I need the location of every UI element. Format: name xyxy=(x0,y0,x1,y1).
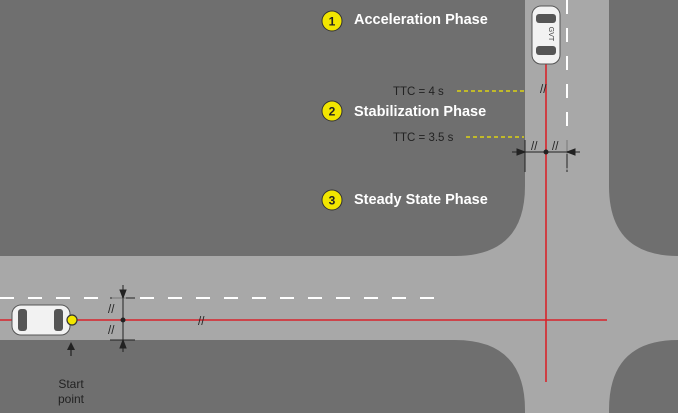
gvt-car: GVT xyxy=(531,5,561,65)
phase-label: Acceleration Phase xyxy=(354,12,488,28)
phase-list: 1 Acceleration Phase 2 Stabilization Pha… xyxy=(321,10,488,211)
vut-car xyxy=(11,304,78,336)
start-label-line1: Start xyxy=(58,377,84,391)
offset-mark-upper: // xyxy=(108,304,115,316)
corner-top-left xyxy=(455,186,525,256)
ttc-3-5s-label: TTC = 3.5 s xyxy=(393,132,454,144)
phase-label: Steady State Phase xyxy=(354,192,488,208)
vehicle-paths: // // xyxy=(0,48,607,382)
start-point-marker xyxy=(66,314,78,326)
gvt-label: GVT xyxy=(547,27,554,42)
phase-badge xyxy=(321,100,343,122)
start-point-annotation: Start point xyxy=(58,342,85,406)
offset-mark-right: // xyxy=(552,141,559,153)
phase-badge xyxy=(321,10,343,32)
phase-number: 3 xyxy=(329,194,336,208)
corner-top-right xyxy=(609,186,678,256)
ttc-4s-label: TTC = 4 s xyxy=(393,86,444,98)
ttc-markers: TTC = 4 s TTC = 3.5 s xyxy=(393,86,524,144)
corner-bottom-right xyxy=(609,340,678,410)
break-mark-vertical: // xyxy=(540,84,547,96)
phase-item-steady-state: 3 Steady State Phase xyxy=(321,189,488,211)
corner-bottom-left xyxy=(455,340,525,410)
phase-number: 2 xyxy=(329,105,336,119)
horizontal-offset-dimension xyxy=(110,285,135,352)
phase-number: 1 xyxy=(329,15,336,29)
phase-item-acceleration: 1 Acceleration Phase xyxy=(321,10,488,32)
start-label-line2: point xyxy=(58,392,85,406)
phase-badge xyxy=(321,189,343,211)
phase-label: Stabilization Phase xyxy=(354,104,486,120)
offset-mark-lower: // xyxy=(108,325,115,337)
phase-item-stabilization: 2 Stabilization Phase xyxy=(321,100,486,122)
break-mark-horizontal: // xyxy=(198,316,205,328)
vertical-offset-dimension xyxy=(512,140,580,172)
offset-mark-left: // xyxy=(531,141,538,153)
